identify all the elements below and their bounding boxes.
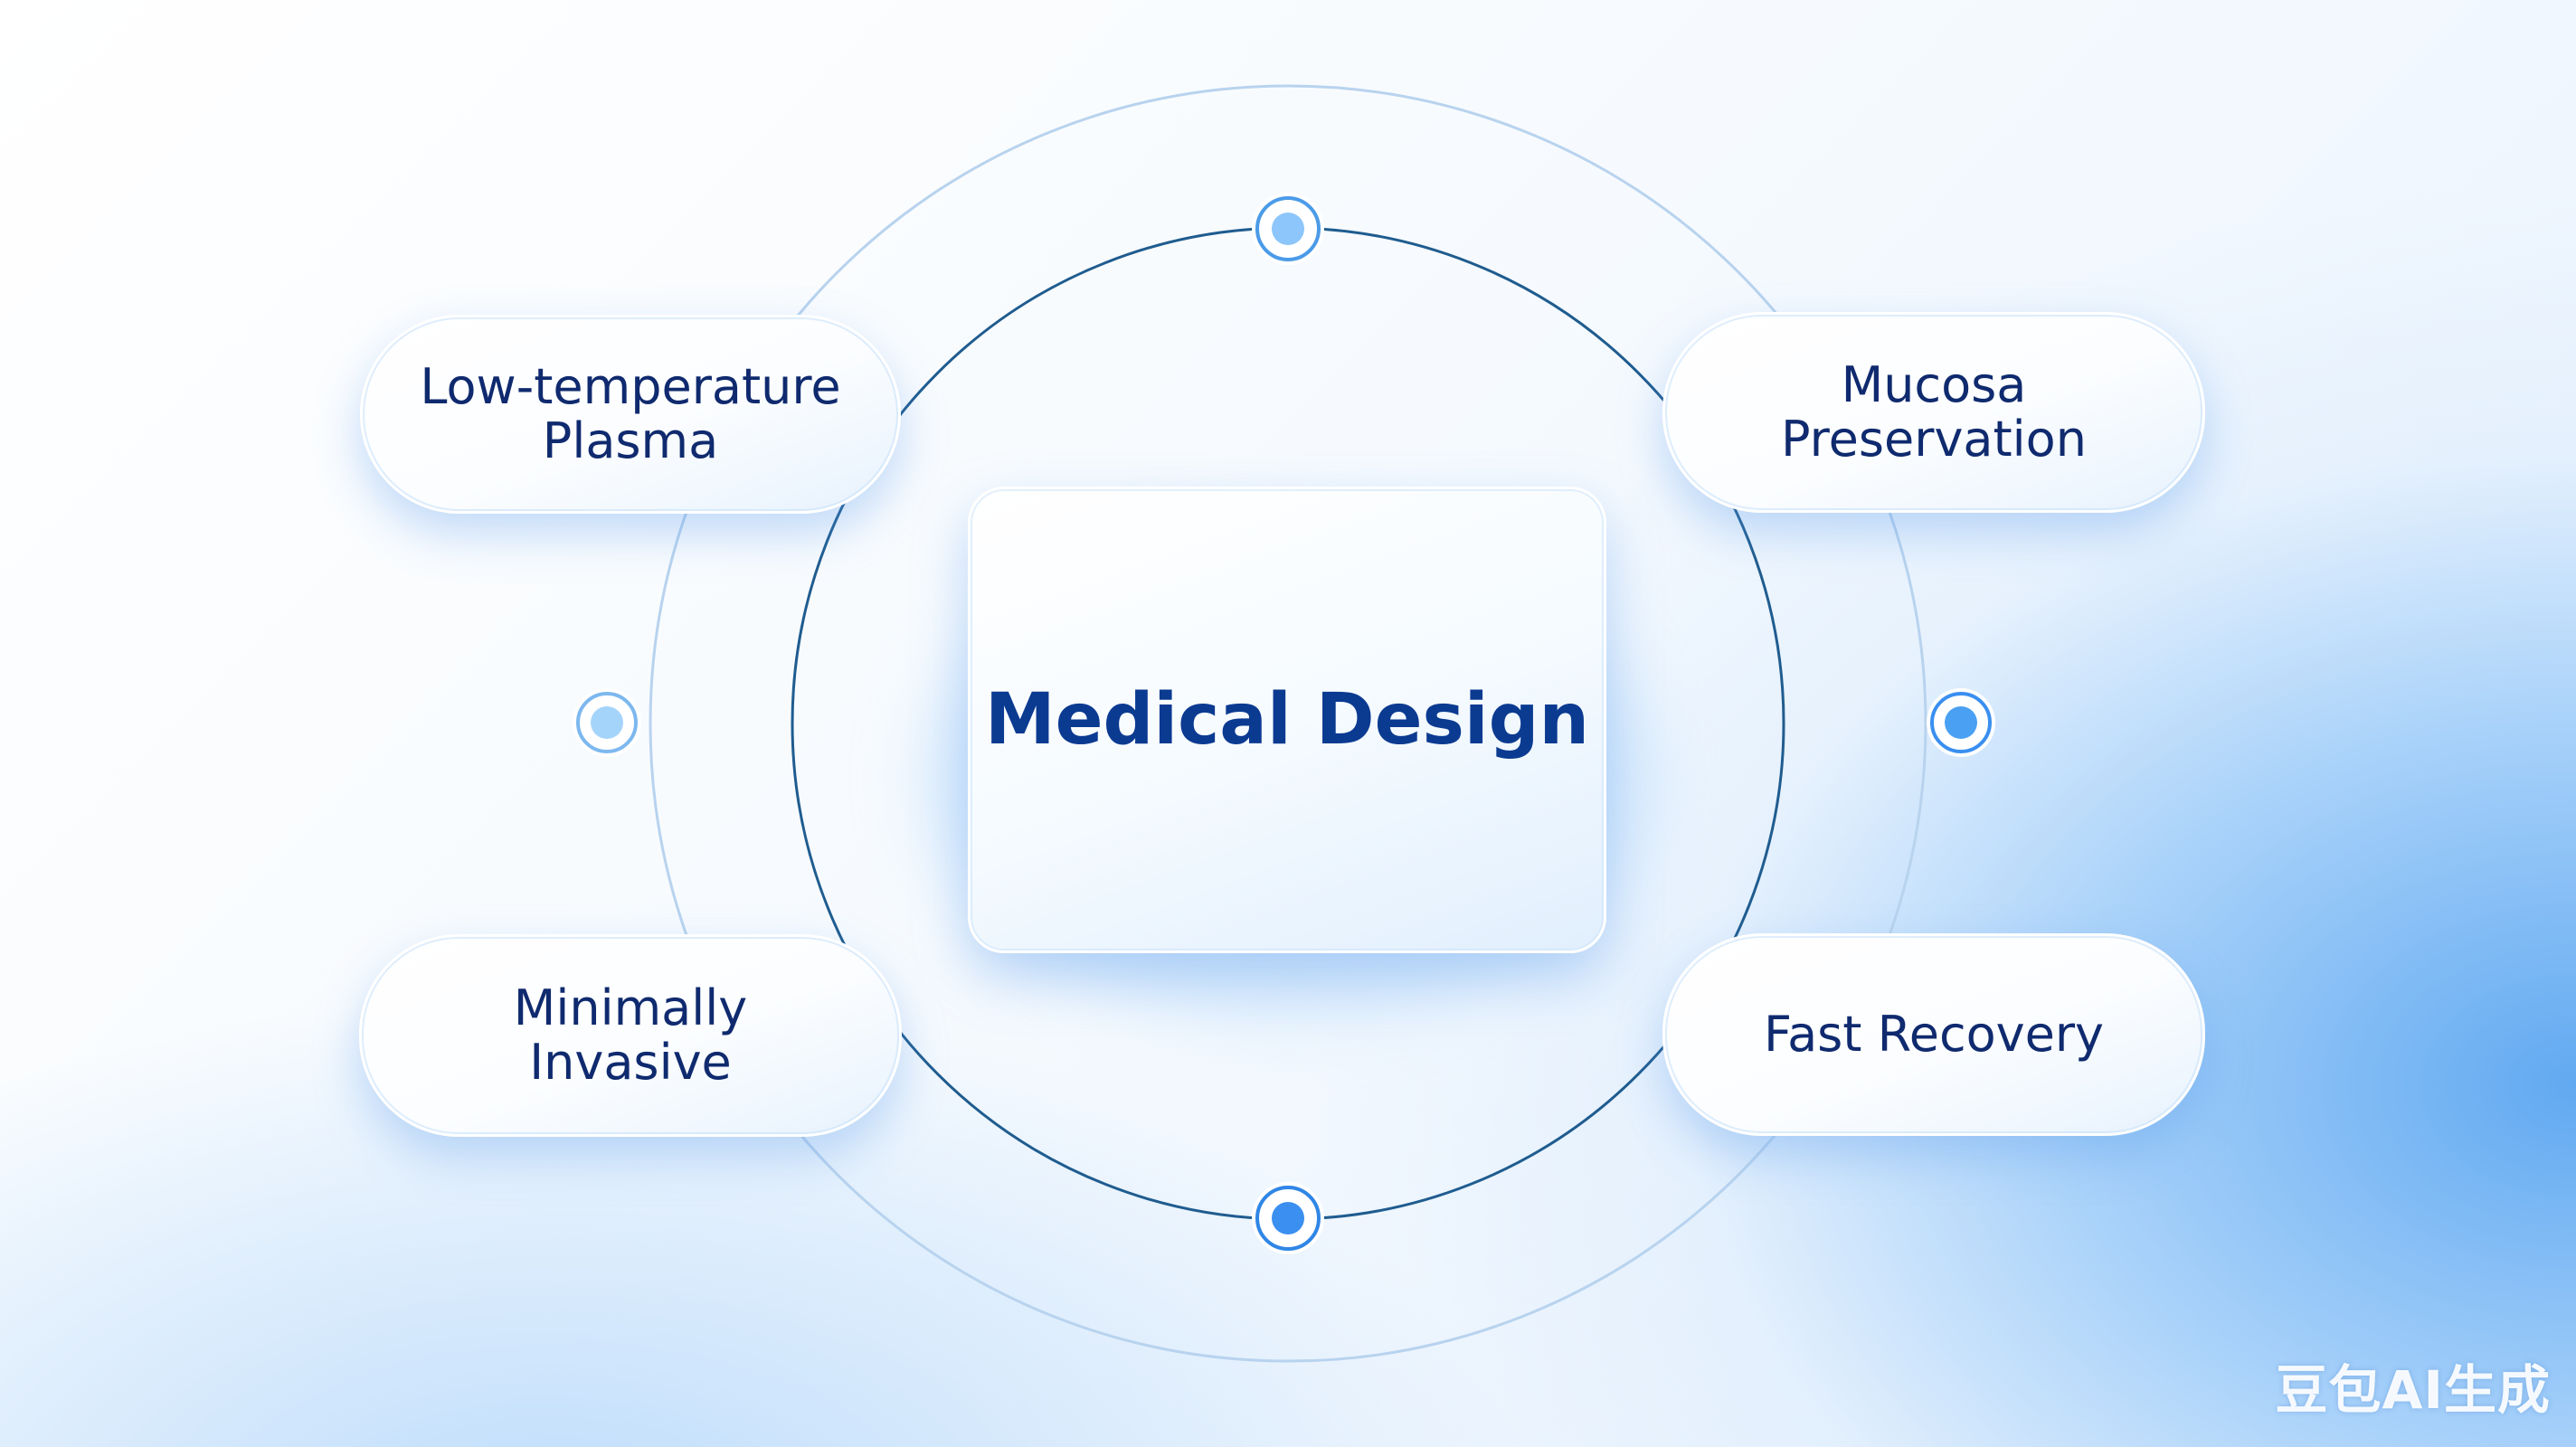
outer-ring xyxy=(649,84,1927,1363)
node-right-icon xyxy=(1927,688,1995,757)
node-minimally-invasive: Minimally Invasive xyxy=(359,934,902,1137)
center-title-card: Medical Design xyxy=(968,487,1606,953)
watermark: 豆包AI生成 xyxy=(2275,1359,2551,1421)
node-low-temperature-plasma: Low-temperature Plasma xyxy=(360,315,901,514)
node-left-icon xyxy=(573,688,641,757)
node-fast-recovery: Fast Recovery xyxy=(1662,933,2205,1136)
node-bottom-icon xyxy=(1252,1182,1324,1254)
node-top-icon xyxy=(1252,193,1324,265)
node-mucosa-preservation: Mucosa Preservation xyxy=(1662,312,2205,513)
